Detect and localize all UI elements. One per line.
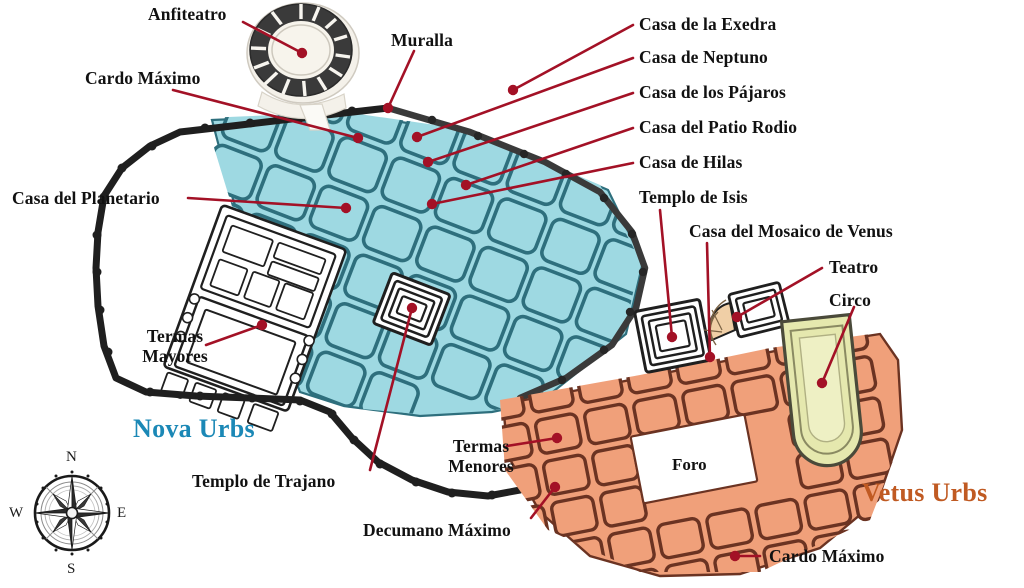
leader-line-cardo-maximo-nova (171, 88, 360, 140)
foro-label: Foro (672, 455, 707, 474)
termas-mayores-structure (160, 204, 347, 432)
wall-towers (92, 106, 497, 500)
marker-dot-teatro[interactable] (731, 311, 743, 323)
marker-dot-casa-de-hilas[interactable] (426, 198, 438, 210)
marker-dot-decumano-maximo[interactable] (549, 481, 561, 493)
map-label-casa-del-patio-rodio[interactable]: Casa del Patio Rodio (639, 117, 798, 137)
leader-line-templo-de-trajano (368, 306, 414, 472)
leader-line-decumano-maximo (529, 485, 557, 520)
compass-east-label: E (117, 505, 127, 521)
leader-line-casa-del-mosaico-de-venus (705, 241, 712, 359)
map-label-casa-de-hilas[interactable]: Casa de Hilas (639, 152, 743, 172)
foro-plaza (629, 413, 759, 505)
leader-line-templo-de-isis (658, 208, 674, 339)
map-label-templo-de-trajano[interactable]: Templo de Trajano (192, 471, 336, 491)
circo-structure (779, 312, 863, 468)
map-label-termas-mayores[interactable]: Termas Mayores (142, 326, 208, 366)
muralla-city-wall (92, 104, 649, 500)
leader-line-anfiteatro (241, 20, 304, 55)
map-label-casa-de-neptuno[interactable]: Casa de Neptuno (639, 47, 768, 67)
leader-line-casa-de-la-exedra (511, 23, 635, 92)
marker-dot-casa-del-planetario[interactable] (340, 202, 352, 214)
marker-dot-templo-de-trajano[interactable] (406, 302, 418, 314)
region-label-vetus-urbs: Vetus Urbs (862, 478, 988, 507)
map-label-decumano-maximo[interactable]: Decumano Máximo (363, 520, 511, 540)
marker-dot-termas-mayores[interactable] (256, 319, 268, 331)
leader-line-casa-del-planetario (186, 196, 348, 210)
leader-line-casa-de-neptuno (415, 56, 635, 139)
marker-dot-templo-de-isis[interactable] (666, 331, 678, 343)
marker-dot-casa-de-los-pajaros[interactable] (422, 156, 434, 168)
marker-dot-termas-menores[interactable] (551, 432, 563, 444)
leader-line-teatro (735, 266, 824, 319)
compass-west-label: W (9, 505, 24, 521)
map-label-cardo-maximo-vetus[interactable]: Cardo Máximo (769, 546, 885, 566)
map-label-templo-de-isis[interactable]: Templo de Isis (639, 187, 748, 207)
marker-dot-muralla[interactable] (382, 102, 394, 114)
annotation-leader-lines (171, 20, 856, 562)
map-label-casa-del-planetario[interactable]: Casa del Planetario (12, 188, 160, 208)
map-label-casa-del-mosaico-de-venus[interactable]: Casa del Mosaico de Venus (689, 221, 893, 241)
leader-line-termas-mayores (204, 323, 264, 347)
map-label-teatro[interactable]: Teatro (829, 257, 879, 277)
leader-line-casa-del-patio-rodio (464, 126, 635, 187)
marker-dot-cardo-maximo-vetus[interactable] (729, 550, 741, 562)
map-label-termas-menores[interactable]: Termas Menores (448, 436, 514, 476)
leader-line-casa-de-los-pajaros (426, 91, 635, 164)
marker-dot-circo[interactable] (816, 377, 828, 389)
marker-dot-cardo-maximo-nova[interactable] (352, 132, 364, 144)
map-label-anfiteatro[interactable]: Anfiteatro (148, 4, 227, 24)
map-label-circo[interactable]: Circo (829, 290, 871, 310)
region-label-nova-urbs: Nova Urbs (133, 414, 255, 443)
map-label-cardo-maximo-nova[interactable]: Cardo Máximo (85, 68, 201, 88)
leader-line-casa-de-hilas (430, 161, 635, 206)
marker-dot-casa-del-patio-rodio[interactable] (460, 179, 472, 191)
map-label-casa-de-la-exedra[interactable]: Casa de la Exedra (639, 14, 777, 34)
marker-dot-casa-de-neptuno[interactable] (411, 131, 423, 143)
teatro-structure (703, 281, 791, 346)
leader-line-circo (820, 305, 856, 385)
marker-dot-casa-de-la-exedra[interactable] (507, 84, 519, 96)
compass-south-label: S (67, 561, 76, 577)
map-label-casa-de-los-pajaros[interactable]: Casa de los Pájaros (639, 82, 786, 102)
map-label-muralla[interactable]: Muralla (391, 30, 453, 50)
leader-line-muralla (386, 49, 416, 110)
leader-line-termas-menores (505, 436, 559, 448)
compass-rose (33, 470, 111, 556)
marker-dot-anfiteatro[interactable] (296, 47, 308, 59)
marker-dot-casa-del-mosaico-de-venus[interactable] (704, 351, 716, 363)
compass-north-label: N (66, 449, 77, 465)
